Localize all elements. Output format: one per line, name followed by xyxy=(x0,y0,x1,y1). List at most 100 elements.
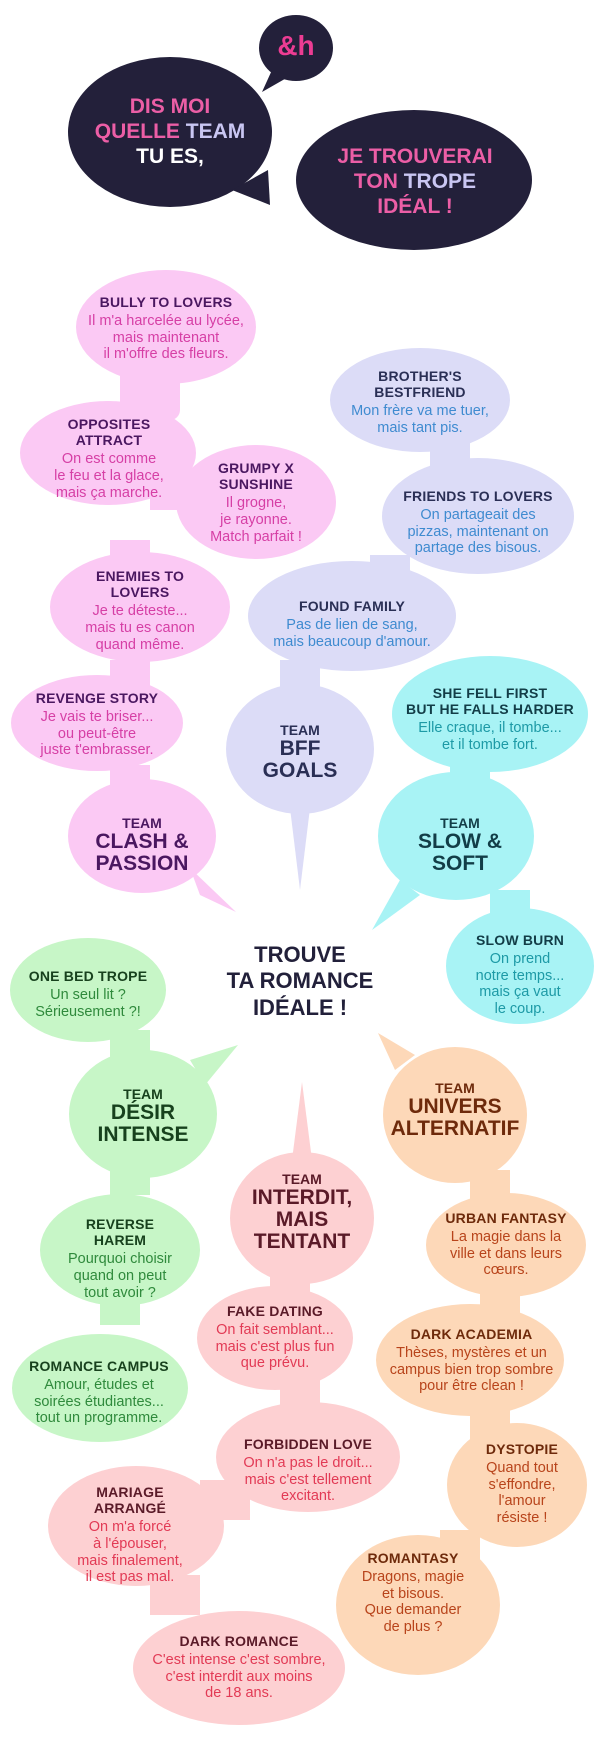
team-name-line: INTERDIT, xyxy=(251,1186,353,1210)
trope-desc-line: pizzas, maintenant on xyxy=(407,523,549,540)
trope-desc-line: On fait semblant... xyxy=(216,1322,334,1339)
center-title: TROUVE TA ROMANCE IDÉALE ! xyxy=(200,942,400,1021)
trope-grumpy-sunshine[interactable]: GRUMPY X SUNSHINE Il grogne, je rayonne.… xyxy=(186,460,326,545)
team-interdit-tentant[interactable]: TEAM INTERDIT, MAIS TENTANT xyxy=(242,1171,362,1253)
trope-opposites-attract[interactable]: OPPOSITES ATTRACT On est comme le feu et… xyxy=(24,416,194,501)
team-name-line: MAIS xyxy=(275,1208,329,1232)
team-bff-goals[interactable]: TEAM BFF GOALS xyxy=(240,722,360,782)
trope-title: MARIAGE xyxy=(96,1484,164,1500)
trope-revenge-story[interactable]: REVENGE STORY Je vais te briser... ou pe… xyxy=(12,690,182,759)
team-name-line: DÉSIR xyxy=(110,1101,176,1125)
trope-desc-line: s'effondre, xyxy=(488,1476,556,1493)
trope-desc-line: mais finalement, xyxy=(77,1552,183,1569)
trope-title: ARRANGÉ xyxy=(93,1500,167,1517)
trope-desc-line: Il grogne, xyxy=(225,495,287,512)
trope-desc-line: il est pas mal. xyxy=(85,1569,175,1586)
trope-slow-burn[interactable]: SLOW BURN On prend notre temps... mais ç… xyxy=(460,932,580,1018)
trope-desc-line: que prévu. xyxy=(240,1355,310,1372)
trope-mariage-arrange[interactable]: MARIAGE ARRANGÉ On m'a forcé à l'épouser… xyxy=(60,1484,200,1586)
trope-desc-line: de 18 ans. xyxy=(205,1685,273,1702)
header-left-line3: TU ES, xyxy=(136,145,204,169)
trope-desc-line: ou peut-être xyxy=(57,725,137,742)
trope-dystopie[interactable]: DYSTOPIE Quand tout s'effondre, l'amour … xyxy=(467,1441,577,1527)
trope-title: BROTHER'S xyxy=(378,368,462,384)
team-name-line: SLOW & xyxy=(418,830,502,854)
trope-dark-romance[interactable]: DARK ROMANCE C'est intense c'est sombre,… xyxy=(139,1633,339,1702)
trope-desc-line: partage des bisous. xyxy=(414,540,542,557)
header-right-line2: TON TROPE xyxy=(300,169,530,194)
trope-title: ROMANCE CAMPUS xyxy=(29,1358,169,1374)
team-name-line: CLASH & xyxy=(95,830,189,854)
bff-bubbles xyxy=(226,348,574,890)
trope-desc-line: à l'épouser, xyxy=(93,1535,167,1552)
center-line3: IDÉALE ! xyxy=(252,994,348,1020)
trope-title: ENEMIES TO xyxy=(95,568,185,584)
trope-title: FORBIDDEN LOVE xyxy=(243,1436,373,1452)
trope-dark-academia[interactable]: DARK ACADEMIA Thèses, mystères et un cam… xyxy=(384,1326,559,1395)
trope-she-fell-first[interactable]: SHE FELL FIRST BUT HE FALLS HARDER Elle … xyxy=(400,685,580,754)
team-name-line: UNIVERS xyxy=(408,1095,502,1119)
trope-title: BUT HE FALLS HARDER xyxy=(406,701,574,718)
trope-title: OPPOSITES xyxy=(67,416,151,432)
trope-desc-line: On m'a forcé xyxy=(88,1519,172,1536)
trope-desc-line: Je te déteste... xyxy=(92,603,188,620)
trope-desc-line: campus bien trop sombre xyxy=(389,1361,554,1378)
header-right-bubble xyxy=(296,110,532,250)
trope-romantasy[interactable]: ROMANTASY Dragons, magie et bisous. Que … xyxy=(348,1550,478,1636)
trope-friends-to-lovers[interactable]: FRIENDS TO LOVERS On partageait des pizz… xyxy=(383,488,573,557)
header-left-text: DIS MOI QUELLE TEAM TU ES, xyxy=(70,94,270,170)
trope-title: DARK ACADEMIA xyxy=(410,1326,533,1342)
team-label: TEAM xyxy=(435,1080,475,1096)
trope-forbidden-love[interactable]: FORBIDDEN LOVE On n'a pas le droit... ma… xyxy=(228,1436,388,1505)
team-label: TEAM xyxy=(280,722,320,738)
trope-desc-line: Elle craque, il tombe... xyxy=(418,720,562,737)
trope-desc-line: mais tant pis. xyxy=(377,419,463,436)
trope-desc-line: l'amour xyxy=(498,1493,546,1510)
trope-desc-line: tout avoir ? xyxy=(84,1284,156,1301)
desire-bubbles xyxy=(10,938,238,1442)
trope-desc-line: Un seul lit ? xyxy=(50,987,126,1004)
trope-desc-line: Que demander xyxy=(364,1602,462,1619)
trope-fake-dating[interactable]: FAKE DATING On fait semblant... mais c'e… xyxy=(200,1303,350,1372)
trope-desc-line: pour être clean ! xyxy=(419,1378,524,1395)
trope-desc-line: Pourquoi choisir xyxy=(68,1251,172,1268)
team-name-line: TENTANT xyxy=(253,1230,351,1254)
trope-desc-line: Il m'a harcelée au lycée, xyxy=(88,313,244,330)
trope-desc-line: cœurs. xyxy=(483,1262,529,1279)
trope-urban-fantasy[interactable]: URBAN FANTASY La magie dans la ville et … xyxy=(436,1210,576,1279)
trope-desc-line: c'est interdit aux moins xyxy=(165,1668,313,1685)
trope-desc-line: le coup. xyxy=(494,1001,546,1018)
trope-desc-line: Thèses, mystères et un xyxy=(396,1345,547,1362)
center-line2: TA ROMANCE xyxy=(226,968,374,994)
trope-brothers-bestfriend[interactable]: BROTHER'S BESTFRIEND Mon frère va me tue… xyxy=(330,368,510,437)
team-clash-passion[interactable]: TEAM CLASH & PASSION xyxy=(72,815,212,875)
team-name-line: SOFT xyxy=(432,852,488,876)
trope-desc-line: notre temps... xyxy=(475,967,565,984)
team-label: TEAM xyxy=(440,815,480,831)
trope-bully-to-lovers[interactable]: BULLY TO LOVERS Il m'a harcelée au lycée… xyxy=(76,294,256,363)
team-name-line: INTENSE xyxy=(97,1123,189,1147)
trope-desc-line: de plus ? xyxy=(383,1619,443,1636)
trope-title: SUNSHINE xyxy=(219,476,293,493)
trope-desc-line: ville et dans leurs xyxy=(449,1245,563,1262)
header-right-line2-a: TON xyxy=(353,170,398,194)
trope-desc-line: et bisous. xyxy=(381,1585,445,1602)
trope-found-family[interactable]: FOUND FAMILY Pas de lien de sang, mais b… xyxy=(252,598,452,650)
trope-romance-campus[interactable]: ROMANCE CAMPUS Amour, études et soirées … xyxy=(14,1358,184,1427)
team-name-line: GOALS xyxy=(262,759,338,783)
team-label: TEAM xyxy=(282,1171,322,1187)
team-name-line: PASSION xyxy=(95,852,189,876)
header-right-line1: JE TROUVERAI xyxy=(337,145,493,168)
trope-one-bed[interactable]: ONE BED TROPE Un seul lit ? Sérieusement… xyxy=(18,968,158,1020)
team-univers-alternatif[interactable]: TEAM UNIVERS ALTERNATIF xyxy=(385,1080,525,1140)
brand-logo[interactable]: &h xyxy=(277,30,315,61)
trope-title: GRUMPY X xyxy=(217,460,295,476)
team-slow-soft[interactable]: TEAM SLOW & SOFT xyxy=(400,815,520,875)
trope-enemies-to-lovers[interactable]: ENEMIES TO LOVERS Je te déteste... mais … xyxy=(55,568,225,653)
trope-desc-line: quand même. xyxy=(95,636,185,653)
team-desir-intense[interactable]: TEAM DÉSIR INTENSE xyxy=(83,1086,203,1146)
trope-desc-line: mais tu es canon xyxy=(85,619,195,636)
trope-reverse-harem[interactable]: REVERSE HAREM Pourquoi choisir quand on … xyxy=(55,1216,185,1301)
trope-desc-line: mais c'est plus fun xyxy=(215,1338,335,1355)
